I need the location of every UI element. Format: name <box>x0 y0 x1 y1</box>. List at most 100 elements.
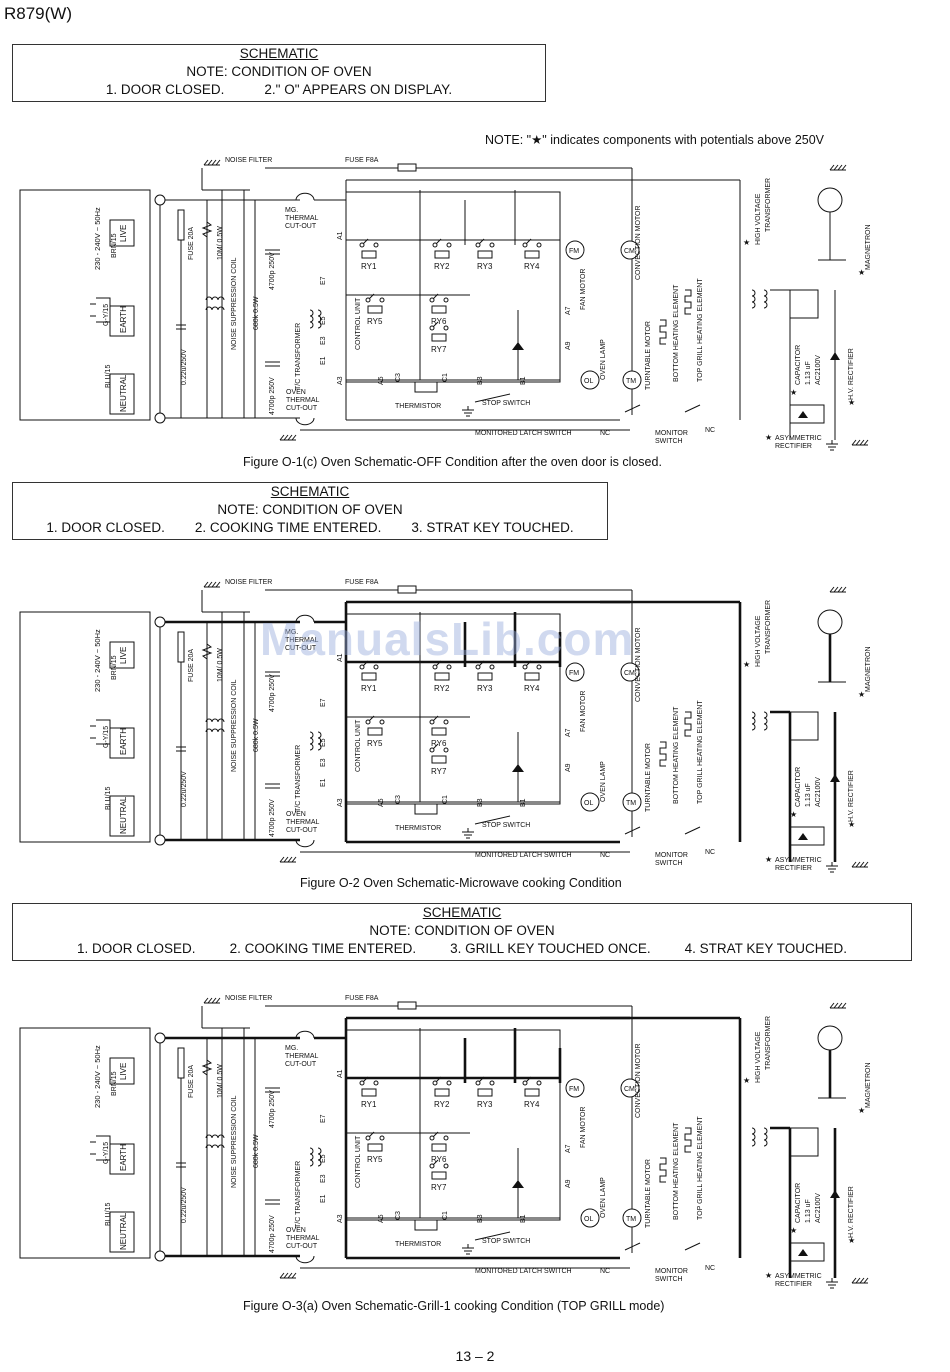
condition-item: 1. DOOR CLOSED. <box>105 82 225 97</box>
resistor-symbol <box>201 221 213 238</box>
fuse-f8a-label: FUSE F8A <box>345 995 379 1002</box>
motor-label: CM <box>624 248 635 255</box>
terminal-e7: E7 <box>320 276 327 285</box>
fuse-20a-label: FUSE 20A <box>188 227 195 260</box>
chassis-icon <box>279 1272 285 1279</box>
motor-symbol <box>622 792 642 812</box>
hv-rectifier-label: H.V. RECTIFIER <box>848 1186 855 1238</box>
mg-thermal-label: THERMAL <box>285 215 319 222</box>
top-grill-element-symbol <box>684 289 692 315</box>
schematic-note-box-1: SCHEMATIC NOTE: CONDITION OF OVEN 1. DOO… <box>12 44 546 102</box>
chassis-icon <box>279 856 285 863</box>
capacitor-4700p-label: 4700p 250V <box>269 1215 276 1253</box>
live-terminal <box>154 1032 166 1044</box>
relay-terminal <box>489 242 495 248</box>
mains-plug-icon <box>96 1135 111 1161</box>
hv-note: NOTE: "★" indicates components with pote… <box>485 133 825 147</box>
stop-switch-symbol <box>474 1231 511 1241</box>
live-terminal <box>154 616 166 628</box>
relay-terminal <box>379 719 385 725</box>
terminal-b3: B3 <box>477 798 484 807</box>
note-box-note: NOTE: CONDITION OF OVEN <box>369 923 555 938</box>
motor-symbol <box>565 662 585 682</box>
hv-capacitor-label: AC2100V <box>815 1193 822 1223</box>
relay-coil <box>361 672 377 681</box>
hv-transformer-secondary <box>763 711 768 731</box>
hv-capacitor-label: CAPACITOR <box>795 345 802 385</box>
chassis-icon <box>829 164 835 171</box>
note-box-title: SCHEMATIC <box>270 484 350 499</box>
relay-terminal <box>432 1080 438 1086</box>
relay-label: RY3 <box>477 262 493 271</box>
terminal-e1: E1 <box>320 778 327 787</box>
chassis-icon <box>291 1272 297 1279</box>
hv-star-icon: ★ <box>848 1236 855 1245</box>
live-label-box <box>109 219 135 247</box>
asymmetric-rectifier-label: ASYMMETRIC <box>775 1273 822 1280</box>
earth-label-box <box>109 305 135 337</box>
hv-star-icon: ★ <box>765 1271 772 1280</box>
schematic-note-box-2: SCHEMATIC NOTE: CONDITION OF OVEN 1. DOO… <box>12 482 608 540</box>
chassis-icon <box>841 164 847 171</box>
motor-label: FM <box>569 248 579 255</box>
blu-wire-label: BLU/15 <box>105 787 112 810</box>
terminal-a1: A1 <box>337 231 344 240</box>
mg-thermal-label: CUT-OUT <box>285 223 317 230</box>
motor-label: CM <box>624 670 635 677</box>
monitor-switch-label: SWITCH <box>655 1276 683 1283</box>
oven-lamp-label: OVEN LAMP <box>600 761 607 802</box>
asymmetric-rectifier-diode <box>798 411 808 418</box>
monitor-switch-label: SWITCH <box>655 438 683 445</box>
noise-filter-coil <box>205 1144 225 1149</box>
figure-caption-1: Figure O-1(c) Oven Schematic-OFF Conditi… <box>243 455 662 469</box>
relay-terminal <box>489 664 495 670</box>
latch-switch-symbol <box>624 404 641 413</box>
terminal-b1: B1 <box>520 1214 527 1223</box>
motor-symbol <box>622 1208 642 1228</box>
earth-label-box <box>109 1143 135 1175</box>
noise-filter-coil <box>205 728 225 733</box>
relay-terminal <box>536 1080 542 1086</box>
oven-lamp-label: OVEN LAMP <box>600 339 607 380</box>
mains-terminal-block <box>19 1027 151 1259</box>
fuse-20a-label: FUSE 20A <box>188 1065 195 1098</box>
asymmetric-rectifier-symbol <box>789 404 825 424</box>
relay-label: RY6 <box>431 1155 447 1164</box>
noise-filter-coil <box>205 306 225 311</box>
monitored-latch-label: MONITORED LATCH SWITCH <box>475 852 572 859</box>
chassis-icon <box>833 164 839 171</box>
convection-motor-label: CONVECTION MOTOR <box>635 205 642 280</box>
relay-coil <box>431 305 447 314</box>
fuse-20a-symbol <box>177 1047 185 1079</box>
tc-transformer-coil <box>317 1147 322 1167</box>
note-box-note: NOTE: CONDITION OF OVEN <box>186 64 372 79</box>
live-terminal <box>154 194 166 206</box>
relay-terminal <box>373 242 379 248</box>
relay-terminal <box>443 1135 449 1141</box>
terminal-e3: E3 <box>320 758 327 767</box>
condition-item: 3. GRILL KEY TOUCHED ONCE. <box>450 941 651 956</box>
hv-capacitor-symbol <box>789 289 819 319</box>
control-unit-outline <box>345 613 561 805</box>
chassis-icon <box>837 586 843 593</box>
relay-coil <box>477 672 493 681</box>
terminal-a1: A1 <box>337 653 344 662</box>
hv-capacitor-label: 1.13 uF <box>805 1199 812 1223</box>
blu-wire-label: BLU/15 <box>105 365 112 388</box>
terminal-b1: B1 <box>520 376 527 385</box>
mg-thermal-cutout-symbol <box>295 192 315 201</box>
chassis-icon <box>287 1272 293 1279</box>
resistor-680k-label: 680k 0.5W <box>253 296 260 330</box>
convection-motor-label: CONVECTION MOTOR <box>635 1043 642 1118</box>
chassis-icon <box>207 159 213 166</box>
chassis-icon <box>829 1002 835 1009</box>
terminal-a9: A9 <box>565 341 572 350</box>
supply-label: 230 - 240V ~ 50Hz <box>93 207 102 270</box>
hv-rectifier-symbol <box>830 774 840 782</box>
motor-symbol <box>580 1208 600 1228</box>
hv-rectifier-symbol <box>830 1190 840 1198</box>
hv-capacitor-label: 1.13 uF <box>805 361 812 385</box>
hv-transformer-label: HIGH VOLTAGE <box>755 193 762 245</box>
relay-label: RY4 <box>524 1100 540 1109</box>
nc-label: NC <box>705 1265 715 1272</box>
